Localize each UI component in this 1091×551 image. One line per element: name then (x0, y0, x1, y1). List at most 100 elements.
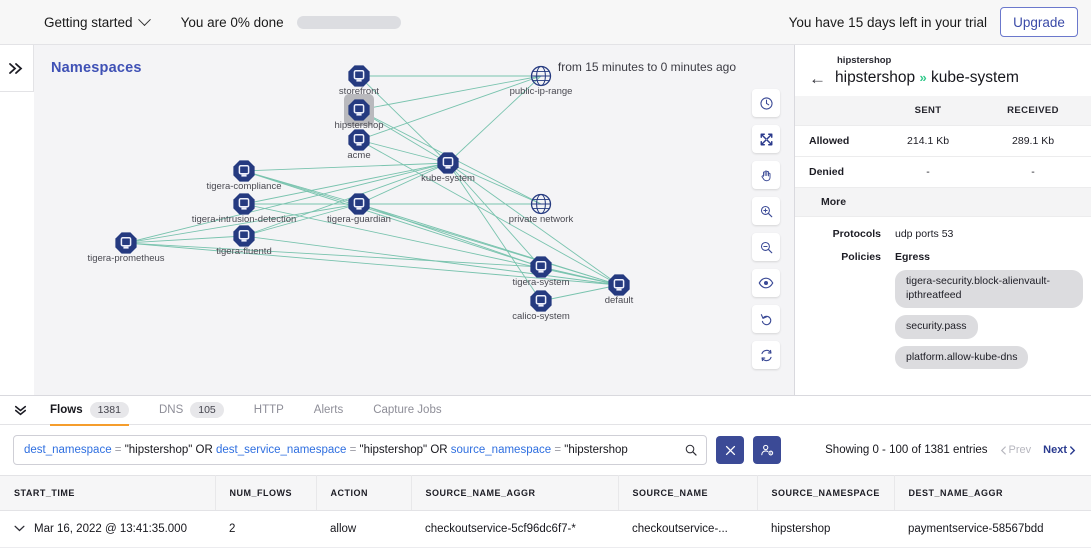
hand-icon-button[interactable] (752, 161, 780, 189)
graph-edge (540, 284, 620, 302)
namespace-icon (233, 225, 255, 247)
col-dest_name_aggr[interactable]: DEST_NAME_AGGR (894, 475, 1091, 511)
graph-node[interactable] (530, 193, 552, 215)
graph-edges (125, 75, 620, 302)
graph-canvas[interactable] (34, 45, 795, 395)
col-num_flows[interactable]: NUM_FLOWS (215, 475, 317, 511)
graph-edge (447, 162, 542, 302)
col-action[interactable]: ACTION (316, 475, 412, 511)
search-input[interactable]: dest_namespace = "hipstershop" OR dest_s… (13, 435, 707, 465)
graph-node[interactable] (437, 152, 459, 174)
graph-edge (125, 242, 620, 286)
query-token: source_namespace (450, 444, 552, 456)
user-settings-button[interactable] (753, 436, 781, 464)
query-token: OR (192, 444, 216, 456)
more-section-header[interactable]: More (795, 188, 1091, 217)
query-token: "hipstershop" (359, 444, 428, 456)
graph-node[interactable] (530, 290, 552, 312)
chevron-right-icon (1070, 445, 1076, 455)
row-label-allowed: Allowed (795, 125, 881, 157)
cell-text: Mar 16, 2022 @ 13:41:35.000 (34, 523, 187, 535)
graph-edge (358, 139, 449, 164)
graph-edge (243, 203, 360, 237)
graph-node[interactable] (348, 129, 370, 151)
expand-icon (760, 133, 772, 145)
graph-edge (358, 75, 542, 111)
graph-node[interactable] (115, 232, 137, 254)
graph-edge (358, 203, 620, 286)
graph-edge (125, 242, 542, 268)
expand-icon-button[interactable] (752, 125, 780, 153)
getting-started-menu[interactable]: Getting started (44, 12, 151, 30)
policy-chip[interactable]: platform.allow-kube-dns (895, 345, 1029, 370)
sidebar-expand-button[interactable] (0, 45, 34, 92)
back-arrow-icon[interactable]: ← (809, 68, 826, 88)
graph-node[interactable] (608, 274, 630, 296)
graph-edge (125, 162, 449, 244)
service-graph-panel[interactable]: Namespaces from 15 minutes to 0 minutes … (34, 45, 795, 395)
search-icon[interactable] (684, 443, 698, 457)
upgrade-button[interactable]: Upgrade (1000, 7, 1078, 37)
graph-node[interactable] (233, 160, 255, 182)
zoom-in-icon-button[interactable] (752, 197, 780, 225)
zoom-out-icon-button[interactable] (752, 233, 780, 261)
clear-search-button[interactable] (716, 436, 744, 464)
pagination-area: Showing 0 - 100 of 1381 entries Prev Nex… (825, 444, 1078, 456)
namespace-icon (233, 193, 255, 215)
col-start_time[interactable]: START_TIME (0, 475, 216, 511)
namespace-icon (437, 152, 459, 174)
tab-http[interactable]: HTTP (254, 396, 284, 424)
policy-chip[interactable]: security.pass (895, 314, 978, 339)
query-token: dest_namespace (24, 444, 112, 456)
query-token: = (111, 444, 125, 456)
chevron-down-icon (137, 12, 151, 26)
row-label-denied: Denied (795, 156, 881, 188)
graph-toolbar[interactable] (752, 89, 780, 369)
tab-count-badge: 1381 (89, 402, 129, 418)
col-source_namespace[interactable]: SOURCE_NAMESPACE (757, 475, 895, 511)
graph-node[interactable] (233, 193, 255, 215)
search-row: dest_namespace = "hipstershop" OR dest_s… (0, 425, 1091, 475)
eye-icon-button[interactable] (752, 269, 780, 297)
next-page-button[interactable]: Next (1043, 444, 1076, 456)
graph-time-range: from 15 minutes to 0 minutes ago (557, 60, 736, 74)
tab-capture-jobs[interactable]: Capture Jobs (373, 396, 441, 424)
graph-node[interactable] (348, 65, 370, 87)
double-chevron-down-icon (14, 405, 27, 415)
graph-edge (125, 235, 245, 244)
trial-text: You have 15 days left in your trial (788, 14, 987, 30)
graph-edge (447, 162, 542, 268)
undo-icon-button[interactable] (752, 305, 780, 333)
col-source_name[interactable]: SOURCE_NAME (618, 475, 758, 511)
graph-node[interactable] (233, 225, 255, 247)
tab-alerts[interactable]: Alerts (314, 396, 343, 424)
detail-header: hipstershop ← hipstershop » kube-system (795, 45, 1091, 96)
graph-nodes[interactable] (115, 65, 630, 312)
graph-edge (358, 139, 620, 286)
graph-node[interactable] (530, 256, 552, 278)
clock-icon-button[interactable] (752, 89, 780, 117)
graph-node[interactable] (530, 65, 552, 87)
graph-edge (125, 203, 360, 244)
row-expand-icon[interactable] (14, 523, 25, 535)
tab-label: HTTP (253, 404, 284, 416)
collapse-panel-button[interactable] (13, 404, 28, 417)
refresh-icon-button[interactable] (752, 341, 780, 369)
detail-dest: kube-system (931, 69, 1019, 86)
close-icon (725, 445, 735, 455)
policy-chip[interactable]: tigera-security.block-alienvault-ipthrea… (895, 270, 1083, 308)
query-token: = (346, 444, 360, 456)
graph-node[interactable] (344, 94, 374, 126)
graph-edge (540, 266, 620, 286)
prev-page-button[interactable]: Prev (1000, 444, 1031, 456)
col-source_name_aggr[interactable]: SOURCE_NAME_AGGR (411, 475, 619, 511)
table-row: Allowed 214.1 Kb 289.1 Kb (795, 125, 1091, 157)
graph-node[interactable] (348, 193, 370, 215)
